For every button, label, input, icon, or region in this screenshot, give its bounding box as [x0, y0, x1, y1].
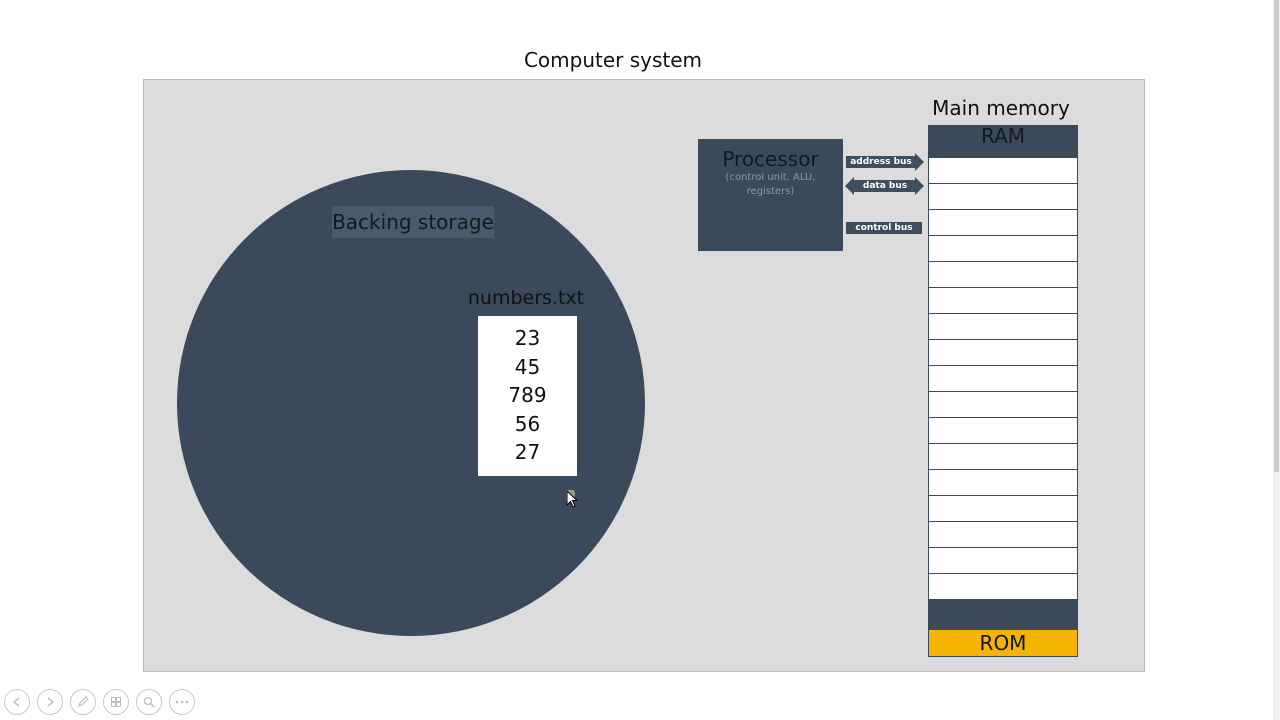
slides-icon[interactable]	[103, 689, 129, 715]
pen-icon[interactable]	[70, 689, 96, 715]
slideshow-toolbar	[4, 689, 195, 715]
file-value: 45	[514, 354, 541, 379]
processor-box: Processor (control unit, ALU, registers)	[698, 139, 843, 251]
ram-footer	[928, 599, 1078, 629]
rom-label: ROM	[928, 629, 1078, 657]
next-icon[interactable]	[37, 689, 63, 715]
ram-cell	[928, 366, 1078, 392]
ram-cell	[928, 470, 1078, 496]
file-contents: 23 45 789 56 27	[478, 316, 577, 476]
ram-cell	[928, 288, 1078, 314]
file-value: 789	[508, 383, 547, 408]
file-value: 23	[514, 326, 541, 350]
zoom-icon[interactable]	[136, 689, 162, 715]
ram-cell	[928, 418, 1078, 444]
slide-title: Computer system	[523, 48, 703, 72]
data-bus-arrow-left-icon	[845, 177, 854, 195]
data-bus: data bus	[854, 180, 916, 192]
ram-cell	[928, 340, 1078, 366]
ram-cell	[928, 236, 1078, 262]
processor-title: Processor	[722, 147, 819, 171]
control-bus: control bus	[846, 222, 922, 234]
ram-cell	[928, 157, 1078, 184]
ram-cells	[928, 157, 1078, 600]
ram-cell	[928, 496, 1078, 522]
backing-storage-label: Backing storage	[332, 206, 494, 238]
address-bus-arrow-right-icon	[915, 153, 924, 171]
ram-cell	[928, 392, 1078, 418]
scrollbar-thumb[interactable]	[1274, 0, 1279, 472]
ram-label: RAM	[928, 125, 1078, 157]
ram-cell	[928, 444, 1078, 470]
ram-cell	[928, 548, 1078, 574]
previous-icon[interactable]	[4, 689, 30, 715]
ram-cell	[928, 184, 1078, 210]
file-name: numbers.txt	[467, 287, 585, 309]
processor-subtitle: (control unit, ALU, registers)	[725, 172, 816, 197]
ram-cell	[928, 522, 1078, 548]
file-value: 27	[514, 440, 541, 465]
file-values-list: 23 45 789 56 27	[478, 324, 577, 467]
more-icon[interactable]	[169, 689, 195, 715]
main-memory-title: Main memory	[932, 96, 1070, 120]
ram-cell	[928, 210, 1078, 236]
ram-cell	[928, 262, 1078, 288]
data-bus-arrow-right-icon	[915, 177, 924, 195]
ram-cell	[928, 574, 1078, 600]
mouse-pointer-icon	[566, 490, 579, 508]
address-bus: address bus	[846, 156, 916, 168]
file-value: 56	[514, 411, 541, 436]
ram-cell	[928, 314, 1078, 340]
